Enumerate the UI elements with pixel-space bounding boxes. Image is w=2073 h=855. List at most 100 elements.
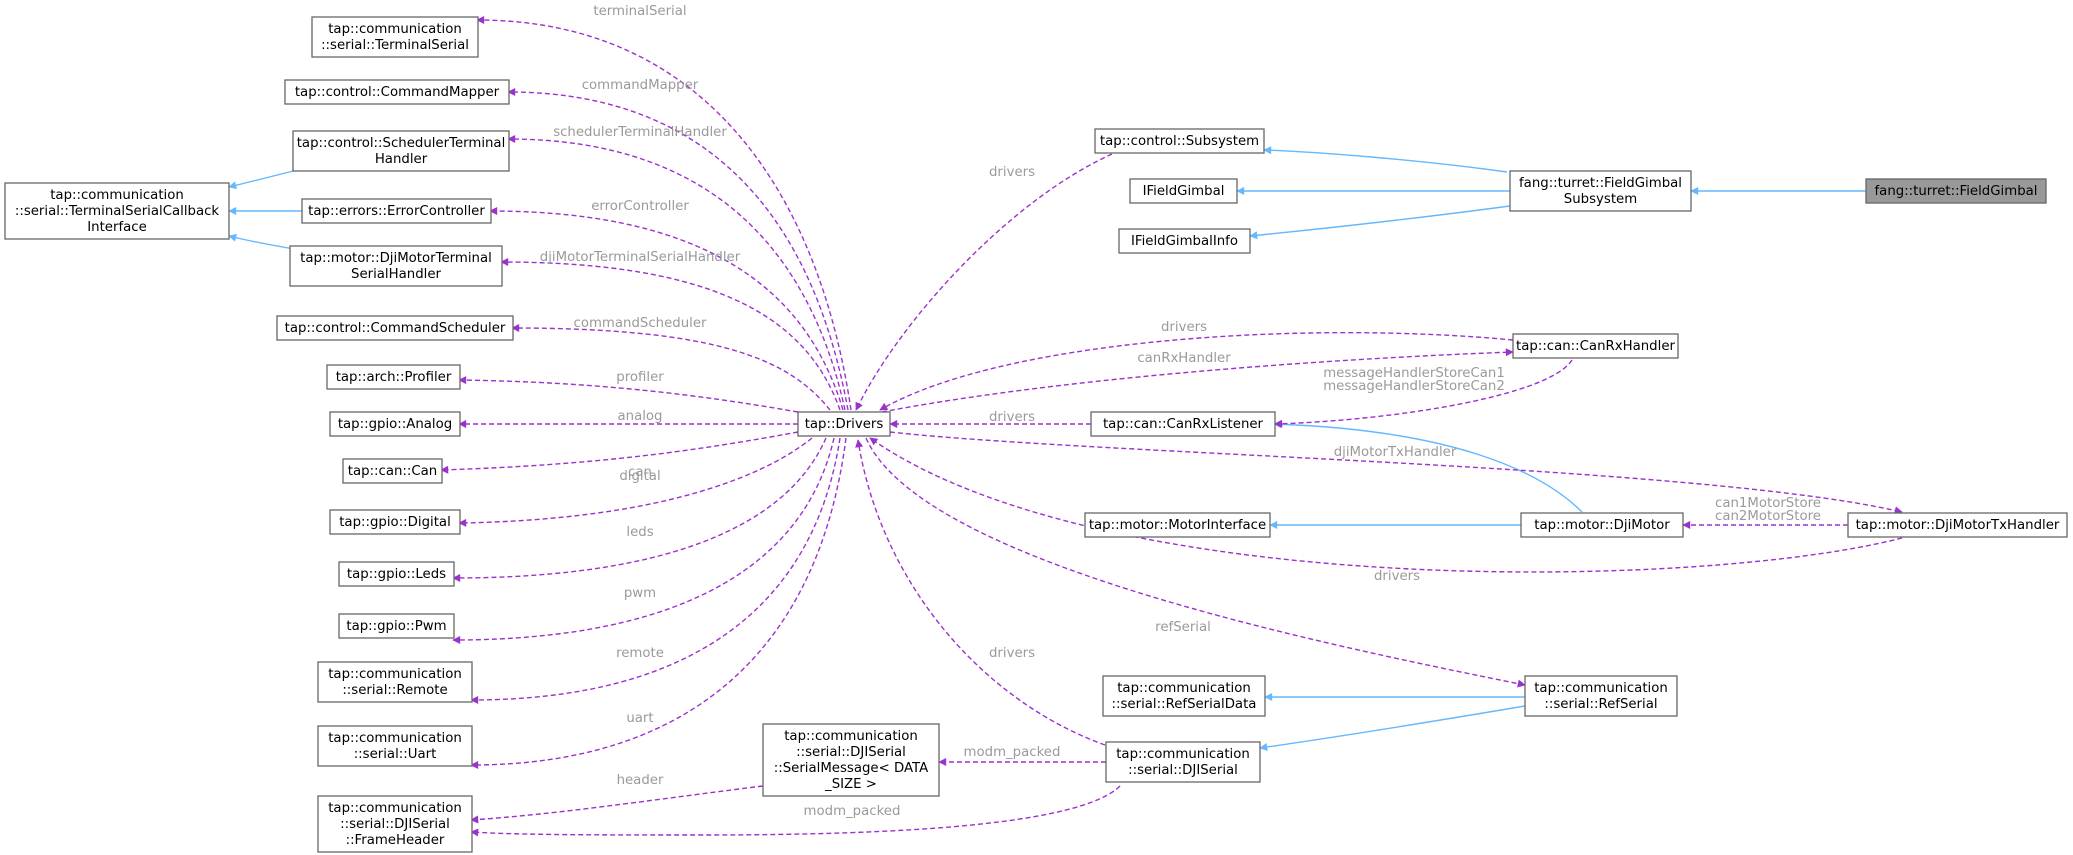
node-remote[interactable]: tap::communication::serial::Remote: [317, 661, 473, 703]
node-ref-serial-data[interactable]: tap::communication::serial::RefSerialDat…: [1102, 675, 1266, 717]
node-terminal-serial[interactable]: tap::communication::serial::TerminalSeri…: [311, 16, 479, 58]
node-command-scheduler[interactable]: tap::control::CommandScheduler: [276, 315, 514, 341]
edge-label-command-scheduler: commandScheduler: [574, 316, 707, 331]
node-uart[interactable]: tap::communication::serial::Uart: [317, 725, 473, 767]
edge-label-ref-serial: refSerial: [1155, 620, 1211, 635]
node-box[interactable]: [1512, 333, 1679, 359]
node-box[interactable]: [1129, 178, 1238, 204]
node-box[interactable]: [1847, 512, 2068, 538]
node-box[interactable]: [292, 130, 510, 172]
node-can[interactable]: tap::can::Can: [342, 458, 443, 484]
node-label: _SIZE >: [824, 777, 877, 792]
node-box[interactable]: [1105, 741, 1261, 783]
node-box[interactable]: [329, 411, 461, 437]
node-box[interactable]: [284, 79, 510, 105]
inherit-ifieldgimbalinfo: [1249, 205, 1511, 240]
node-label: tap::control::SchedulerTerminal: [297, 136, 506, 151]
node-label: ::serial::RefSerialData: [1112, 697, 1257, 712]
node-subsystem[interactable]: tap::control::Subsystem: [1094, 128, 1265, 154]
node-box[interactable]: [317, 795, 473, 853]
node-terminal-serial-callback-interface[interactable]: tap::communication::serial::TerminalSeri…: [4, 182, 230, 240]
node-ref-serial[interactable]: tap::communication::serial::RefSerial: [1524, 675, 1678, 717]
node-drivers[interactable]: tap::Drivers: [797, 411, 891, 437]
node-dji-motor-terminal-serial-handler[interactable]: tap::motor::DjiMotorTerminalSerialHandle…: [289, 245, 503, 287]
node-label: tap::communication: [1534, 681, 1668, 696]
node-box[interactable]: [317, 725, 473, 767]
node-box[interactable]: [1865, 178, 2047, 204]
edge-label-drivers-subsystem: drivers: [989, 165, 1035, 180]
edge-label-can-rx-handler: canRxHandler: [1137, 351, 1231, 366]
node-box[interactable]: [1509, 170, 1692, 212]
edge-label-pwm: pwm: [624, 586, 656, 601]
node-box[interactable]: [1524, 675, 1678, 717]
edge-label-digital: digital: [619, 469, 660, 484]
node-box[interactable]: [342, 458, 443, 484]
node-label: tap::communication: [50, 188, 184, 203]
node-frame-header[interactable]: tap::communication::serial::DJISerial::F…: [317, 795, 473, 853]
node-label: tap::gpio::Leds: [347, 567, 446, 582]
edge-label-message-handler-store: messageHandlerStoreCan1: [1323, 366, 1505, 381]
node-box[interactable]: [326, 364, 461, 390]
node-can-rx-listener[interactable]: tap::can::CanRxListener: [1090, 411, 1276, 437]
edge-label-can: can: [628, 465, 652, 480]
node-label: tap::can::Can: [348, 464, 437, 479]
node-ifield-gimbal[interactable]: IFieldGimbal: [1129, 178, 1238, 204]
node-box[interactable]: [4, 182, 230, 240]
node-field-gimbal[interactable]: fang::turret::FieldGimbal: [1865, 178, 2047, 204]
node-label: tap::communication: [784, 729, 918, 744]
node-box[interactable]: [301, 198, 492, 224]
node-label: Handler: [375, 152, 428, 167]
node-dji-motor-tx-handler[interactable]: tap::motor::DjiMotorTxHandler: [1847, 512, 2068, 538]
node-box[interactable]: [1090, 411, 1276, 437]
edge-label-leds: leds: [626, 525, 653, 540]
node-error-controller[interactable]: tap::errors::ErrorController: [301, 198, 492, 224]
node-serial-message[interactable]: tap::communication::serial::DJISerial::S…: [762, 723, 940, 797]
node-motor-interface[interactable]: tap::motor::MotorInterface: [1084, 512, 1271, 538]
node-label: tap::errors::ErrorController: [308, 204, 485, 219]
usage-drivers-txhandler: [869, 437, 1903, 573]
edge-label-dji-motor-tx-handler: djiMotorTxHandler: [1334, 445, 1457, 460]
node-pwm[interactable]: tap::gpio::Pwm: [338, 613, 455, 639]
usage-drivers-canrxhandler: [879, 331, 1514, 411]
node-box[interactable]: [317, 661, 473, 703]
edge-label-drivers-djiserial: drivers: [989, 646, 1035, 661]
node-box[interactable]: [338, 613, 455, 639]
node-label: Subsystem: [1564, 192, 1637, 207]
usage-djimotor-txhandler: [889, 431, 1903, 515]
node-box[interactable]: [1102, 675, 1266, 717]
node-djiserial[interactable]: tap::communication::serial::DJISerial: [1105, 741, 1261, 783]
usage-drivers-djiserial: [855, 439, 1106, 746]
edge-label-drivers-canrxhandler: drivers: [1161, 320, 1207, 335]
node-digital[interactable]: tap::gpio::Digital: [329, 509, 461, 535]
node-box[interactable]: [338, 561, 455, 587]
node-label: tap::gpio::Analog: [338, 417, 452, 432]
node-analog[interactable]: tap::gpio::Analog: [329, 411, 461, 437]
node-box[interactable]: [329, 509, 461, 535]
node-label: fang::turret::FieldGimbal: [1875, 184, 2038, 199]
node-label: tap::control::Subsystem: [1100, 134, 1259, 149]
node-box[interactable]: [1084, 512, 1271, 538]
node-profiler[interactable]: tap::arch::Profiler: [326, 364, 461, 390]
node-can-rx-handler[interactable]: tap::can::CanRxHandler: [1512, 333, 1679, 359]
node-command-mapper[interactable]: tap::control::CommandMapper: [284, 79, 510, 105]
node-box[interactable]: [797, 411, 891, 437]
usage-canrxhandler: [881, 348, 1514, 413]
node-box[interactable]: [762, 723, 940, 797]
node-label: IFieldGimbalInfo: [1131, 234, 1238, 249]
node-leds[interactable]: tap::gpio::Leds: [338, 561, 455, 587]
node-box[interactable]: [1094, 128, 1265, 154]
node-box[interactable]: [1520, 512, 1684, 538]
node-box[interactable]: [276, 315, 514, 341]
node-dji-motor[interactable]: tap::motor::DjiMotor: [1520, 512, 1684, 538]
node-box[interactable]: [1118, 228, 1251, 254]
node-box[interactable]: [311, 16, 479, 58]
node-label: ::serial::RefSerial: [1544, 697, 1657, 712]
node-box[interactable]: [289, 245, 503, 287]
node-label: tap::communication: [328, 801, 462, 816]
node-label: ::FrameHeader: [346, 833, 445, 848]
node-ifield-gimbal-info[interactable]: IFieldGimbalInfo: [1118, 228, 1251, 254]
inherit-djiserial: [1259, 705, 1526, 751]
